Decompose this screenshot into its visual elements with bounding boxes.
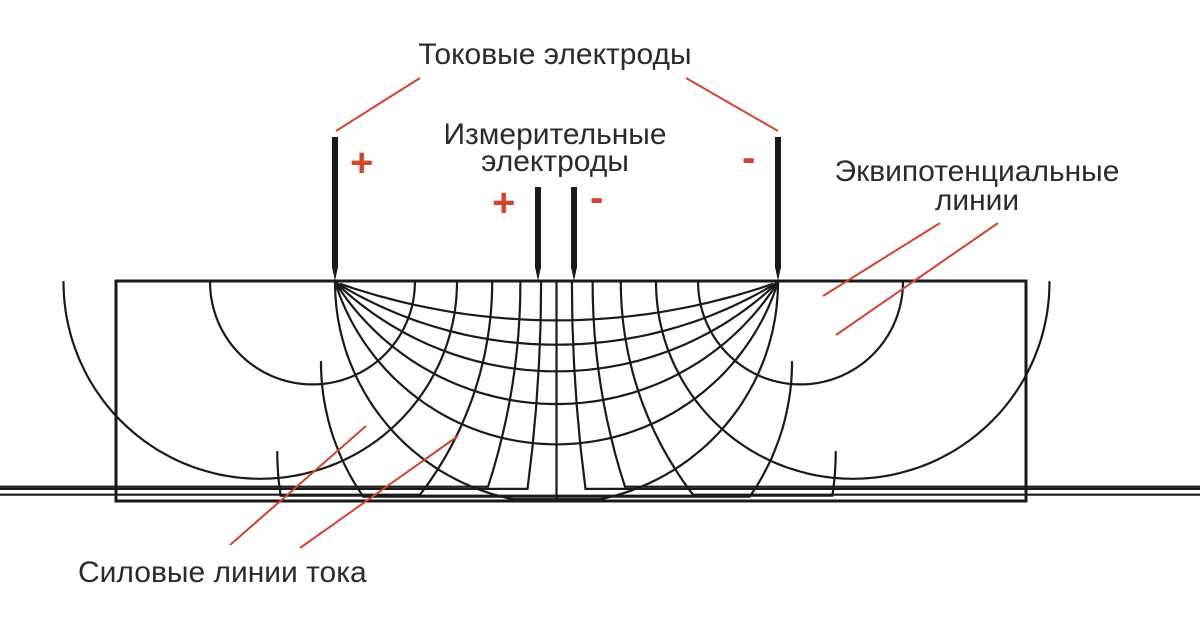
sign-current-minus: - — [742, 136, 756, 180]
leader-equipotential-1 — [822, 222, 941, 297]
field-line-grid — [0, 280, 1200, 502]
sign-measure-plus: + — [492, 181, 516, 225]
leader-current-right — [685, 77, 779, 132]
label-equipotential-2: линии — [934, 184, 1020, 217]
equipotential-line — [209, 280, 416, 386]
current-electrode-left — [332, 137, 338, 281]
label-measuring-electrodes-1: Измерительные — [443, 118, 667, 151]
sign-measure-minus: - — [590, 176, 604, 220]
label-measuring-electrodes-2: электроды — [481, 145, 629, 178]
equipotential-line — [619, 280, 1200, 496]
equipotential-line — [0, 280, 522, 488]
current-electrode-right — [775, 137, 781, 281]
label-equipotential-1: Эквипотенциальные — [834, 155, 1120, 188]
leader-field-1 — [229, 425, 367, 546]
sample-block — [114, 279, 1028, 503]
measuring-electrode-right — [571, 187, 577, 281]
equipotential-line — [570, 280, 1200, 490]
leader-equipotential-2 — [835, 222, 999, 336]
label-current-electrodes: Токовые электроды — [418, 38, 692, 71]
measuring-electrode-left — [535, 187, 541, 281]
equipotential-line — [591, 280, 1200, 488]
equipotential-line — [0, 280, 494, 496]
equipotential-line — [0, 280, 543, 490]
equipotential-line — [62, 280, 459, 480]
label-field-lines: Силовые линии тока — [78, 556, 367, 589]
equipotential-line — [654, 280, 1051, 480]
leader-field-2 — [299, 435, 459, 549]
leader-current-left — [335, 77, 421, 132]
equipotential-line — [697, 280, 904, 386]
sign-current-plus: + — [350, 141, 374, 185]
